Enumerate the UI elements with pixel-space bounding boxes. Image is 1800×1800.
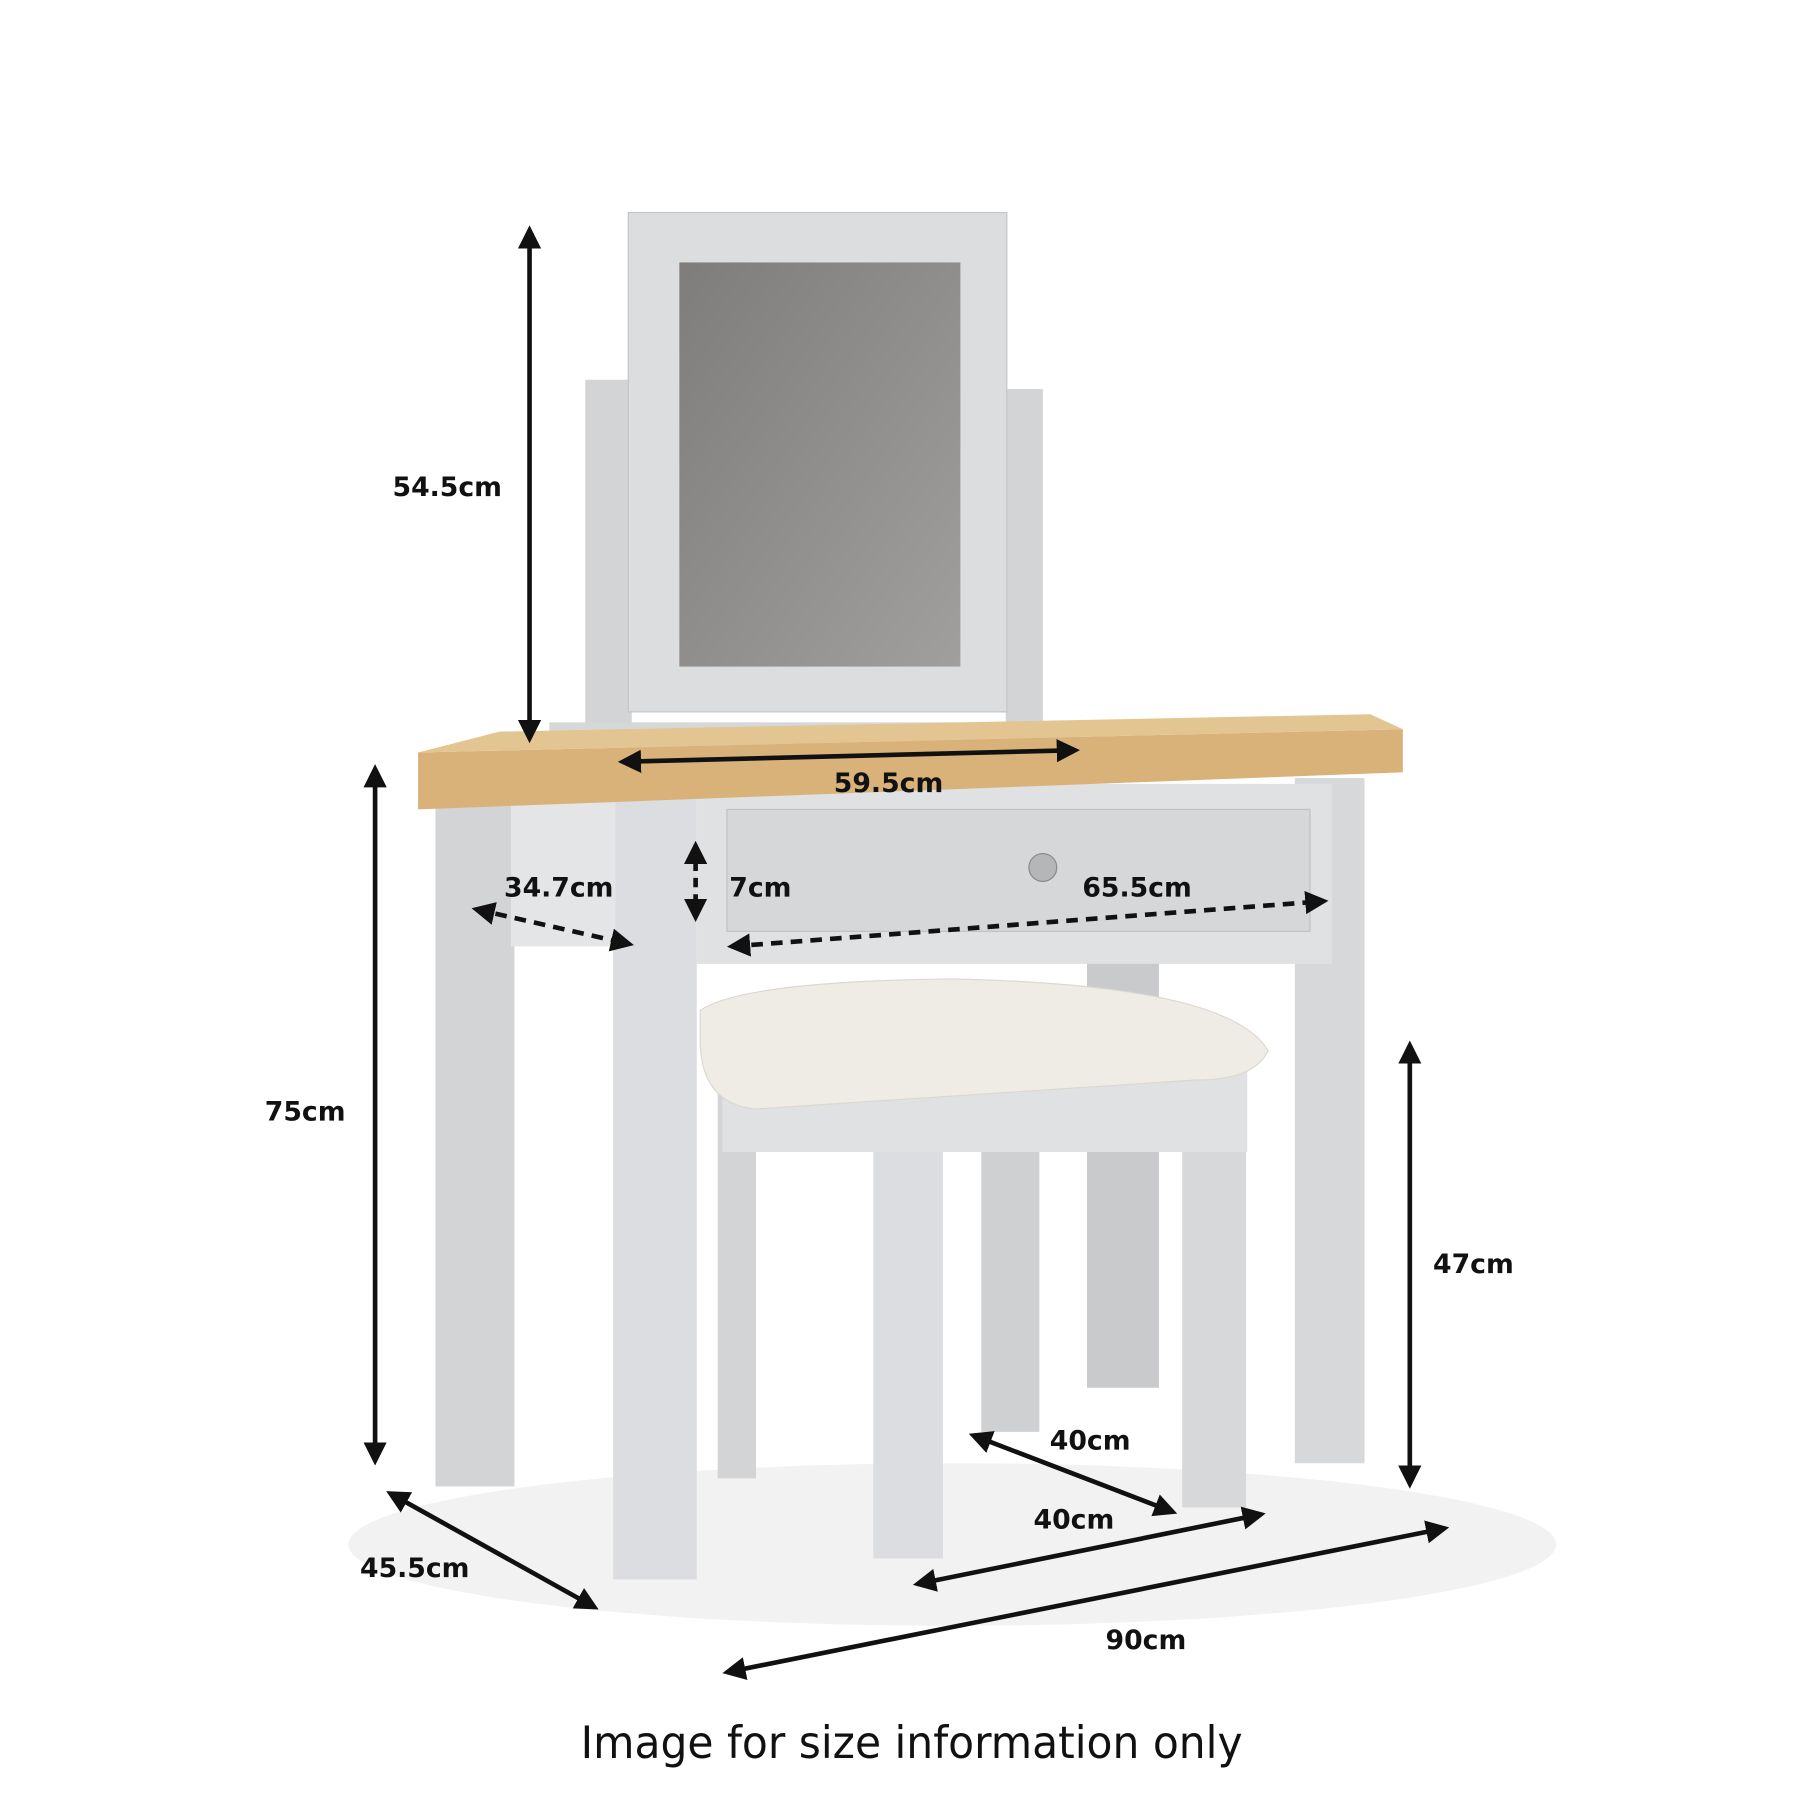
stool-height-label: 47cm (1433, 1249, 1514, 1280)
stool-width-label: 40cm (1034, 1504, 1115, 1535)
drawer-width-label: 65.5cm (1082, 873, 1191, 904)
stool-width-arrow (912, 1506, 1266, 1592)
table-height-label: 75cm (265, 1097, 346, 1128)
mirror-height-label: 54.5cm (393, 472, 502, 503)
leg-gap-label: 34.7cm (504, 873, 613, 904)
table-width-label: 90cm (1106, 1625, 1187, 1656)
drawer-knob (1028, 852, 1058, 882)
vanity-mirror (549, 211, 1080, 748)
drawer (726, 808, 1311, 932)
stool-depth-label: 40cm (1050, 1425, 1131, 1456)
mirror-glass (679, 262, 961, 667)
stool-depth-arrow (968, 1431, 1178, 1517)
leg-gap-arrow (471, 902, 634, 952)
table-depth-label: 45.5cm (360, 1553, 469, 1584)
caption: Image for size information only (581, 1718, 1243, 1769)
dimension-arrows (363, 225, 1450, 1680)
mirror-width-label: 59.5cm (834, 768, 943, 799)
drawer-height-label: 7cm (729, 873, 791, 904)
stool-cushion (699, 978, 1269, 1110)
table-width-arrow (722, 1520, 1450, 1680)
table-depth-arrow (386, 1491, 599, 1610)
stool (699, 978, 1269, 1559)
mirror-width-arrow (617, 739, 1080, 773)
drawer-width-arrow (726, 890, 1329, 957)
